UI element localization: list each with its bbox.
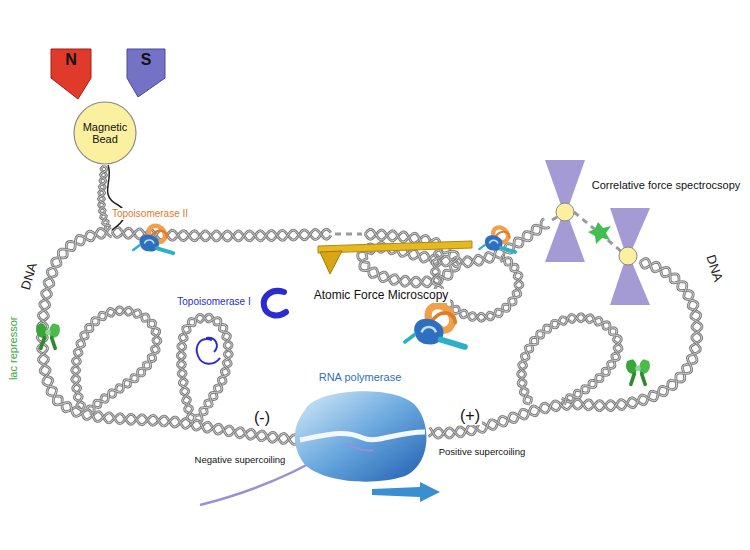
magnet-south: S: [126, 48, 166, 98]
dna-strand-highlight: [430, 259, 702, 439]
lac-repressor-label: lac repressor: [8, 314, 21, 382]
dna-label: DNA: [18, 259, 41, 293]
magnetic-bead: Magnetic Bead: [73, 101, 137, 165]
dna-label: DNA: [702, 251, 726, 286]
node-text: N: [65, 51, 77, 69]
dna-strand-highlight: [428, 262, 702, 438]
afm-cantilever: [318, 241, 472, 274]
topoisomerase-ii: [405, 306, 465, 347]
dna-strand: [518, 314, 622, 404]
dna-strand-highlight: [38, 227, 300, 443]
topoisomerase-i-label: Topoisomerase I: [175, 296, 252, 308]
topoisomerase-i: [197, 338, 220, 364]
dna-strand: [430, 259, 702, 439]
dna-strand: [37, 229, 300, 445]
lac-repressor: [36, 323, 60, 348]
topoisomerase-ii-label: Topoisomerase II: [110, 208, 190, 220]
topoisomerase-ii: [479, 227, 515, 252]
dna-strand: [518, 314, 621, 404]
supercoiling-label: Negative supercoiling: [193, 455, 288, 466]
dna-strand: [38, 227, 300, 443]
supercoil-sign: (+): [458, 407, 482, 425]
magnet-north: N: [50, 48, 92, 100]
method-label: Correlative force spectrocsopy: [590, 179, 743, 192]
tether: [108, 165, 125, 230]
dna-strand: [72, 307, 160, 413]
supercoiling-label: Positive supercoiling: [437, 447, 528, 458]
dna-strand: [177, 314, 232, 422]
supercoil-sign: (-): [252, 409, 272, 427]
topoisomerase-i: [264, 291, 286, 315]
topoisomerase-ii: [133, 226, 173, 253]
lac-repressor: [626, 359, 650, 384]
node-text: S: [141, 51, 152, 69]
dna-strand-highlight: [518, 314, 621, 404]
method-label: Atomic Force Microscopy: [312, 289, 451, 303]
dna-strand-highlight: [177, 314, 232, 422]
rna-polymerase: RNA polymerase: [285, 368, 435, 483]
dna-strand-highlight: [178, 314, 233, 422]
node-text: Magnetic Bead: [77, 121, 133, 145]
node-text: RNA polymerase: [319, 371, 402, 383]
dna-strand-highlight: [72, 307, 160, 413]
dna-strand: [178, 314, 233, 422]
dna-strand: [428, 262, 702, 438]
rna-polymerase-shape: [285, 368, 435, 483]
direction-arrow: [372, 482, 440, 502]
dna-strand-highlight: [518, 314, 622, 404]
dna-strand-highlight: [37, 229, 300, 445]
